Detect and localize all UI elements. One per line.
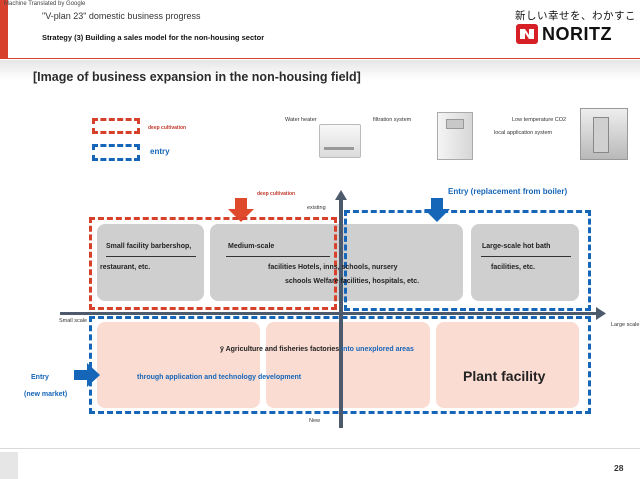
legend-blue-dashed-box — [92, 144, 140, 161]
agriculture-suffix: into unexplored areas — [341, 346, 414, 353]
blue-right-arrow-icon — [74, 363, 100, 387]
plant-facility-title: Plant facility — [463, 368, 546, 384]
entry-replacement-label: Entry (replacement from boiler) — [448, 187, 568, 196]
market-axis — [339, 198, 343, 428]
red-down-arrow-icon — [228, 198, 254, 222]
new-market-card-1 — [97, 322, 260, 408]
through-application-text: through application and technology devel… — [137, 374, 302, 381]
large-facilities-detail: facilities, etc. — [491, 264, 535, 271]
machine-translated-note: Machine Translated by Google — [4, 1, 86, 7]
agriculture-text: ÿ Agriculture and fisheries factories in… — [220, 346, 414, 353]
footer-accent — [0, 452, 18, 479]
filtration-system-image — [437, 112, 473, 160]
deep-cultivation-top-label: deep cultivation — [257, 191, 296, 197]
large-hot-bath-title: Large-scale hot bath — [482, 243, 551, 250]
small-facility-title: Small facility barbershop, — [106, 243, 192, 250]
co2-system-image — [580, 108, 628, 160]
small-facility-card — [97, 224, 204, 301]
new-market-card-2 — [266, 322, 430, 408]
facilities-line-1: facilities Hotels, inns, schools, nurser… — [268, 264, 398, 271]
filtration-system-label: filtration system — [373, 117, 412, 123]
entry-new-label-1: Entry — [31, 374, 49, 381]
large-scale-label: Large scale — [611, 322, 640, 328]
large-hot-bath-underline — [481, 256, 571, 257]
axis-right-arrow-icon — [596, 307, 606, 320]
legend-entry-label: entry — [150, 147, 170, 156]
water-heater-image — [319, 124, 361, 158]
strategy-heading: Strategy (3) Building a sales model for … — [42, 33, 265, 42]
co2-label-line2: local application system — [494, 130, 553, 136]
deep-cultivation-region — [89, 217, 337, 310]
entry-new-label-2: (new market) — [24, 391, 68, 398]
axis-up-arrow-icon — [335, 190, 347, 200]
noritz-logo-icon — [516, 24, 538, 44]
page-number: 28 — [614, 463, 624, 473]
company-logo-text: NORITZ — [542, 24, 612, 44]
new-axis-label: New — [309, 418, 321, 424]
medium-scale-title: Medium-scale — [228, 243, 275, 250]
agriculture-prefix: ÿ Agriculture and fisheries factories — [220, 346, 340, 353]
header-divider — [0, 58, 640, 59]
legend-red-dashed-box — [92, 118, 140, 134]
slide-title: [Image of business expansion in the non-… — [33, 70, 361, 84]
title-band — [0, 60, 640, 80]
water-heater-label: Water heater — [285, 117, 317, 123]
small-facility-underline — [106, 256, 196, 257]
footer-divider — [0, 448, 640, 449]
scale-axis — [60, 312, 598, 315]
existing-axis-label: existing — [307, 205, 326, 211]
facilities-line-2: schools Welfare facilities, hospitals, e… — [285, 278, 420, 285]
small-scale-label: Small scale — [59, 318, 88, 324]
large-scale-card — [471, 224, 579, 301]
plant-facility-card — [436, 322, 579, 408]
medium-scale-underline — [226, 256, 330, 257]
legend-deep-cultivation-label: deep cultivation — [148, 125, 187, 131]
co2-label-line1: Low temperature CO2 — [512, 117, 567, 123]
header-accent-bar — [0, 0, 8, 58]
small-facility-detail: restaurant, etc. — [100, 264, 151, 271]
page-subtitle: "V-plan 23" domestic business progress — [42, 11, 201, 21]
entry-replacement-region — [344, 210, 591, 311]
